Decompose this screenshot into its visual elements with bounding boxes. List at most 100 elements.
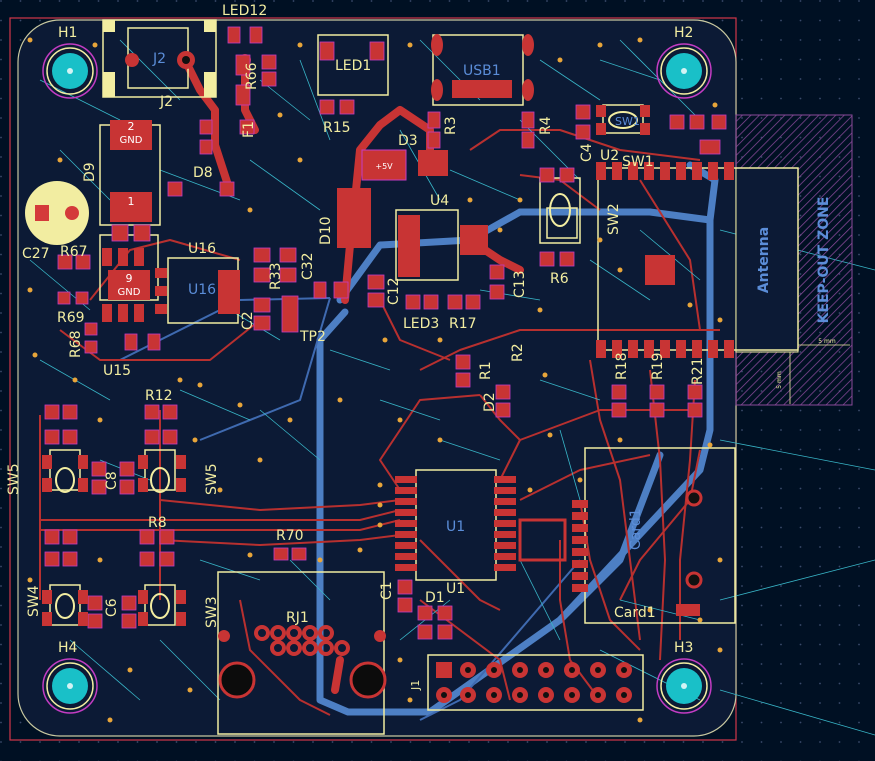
keepout-zone: Antenna KEEP-OUT ZONE 5 mm 5 mm xyxy=(735,114,853,406)
label-c4: C4 xyxy=(579,143,595,162)
label-r17: R17 xyxy=(449,316,477,332)
footprint-u2-pads[interactable] xyxy=(596,162,734,358)
label-r2: R2 xyxy=(510,343,526,362)
label-r6: R6 xyxy=(550,271,569,287)
mounting-hole-h2[interactable] xyxy=(656,43,712,99)
label-h3: H3 xyxy=(674,640,693,656)
label-usb1: USB1 xyxy=(463,63,501,79)
card1-hole-1 xyxy=(685,489,703,507)
label-r21: R21 xyxy=(690,357,706,385)
footprint-d3[interactable]: +5V xyxy=(361,149,448,181)
svg-text:1: 1 xyxy=(128,195,135,208)
label-d1: D1 xyxy=(425,590,445,606)
label-sw2: SW2 xyxy=(606,203,622,235)
footprint-d9[interactable]: 2 GND 1 xyxy=(110,120,152,222)
label-r66: R66 xyxy=(244,62,260,90)
silkscreen-tab-brackets xyxy=(103,20,216,97)
label-d10: D10 xyxy=(318,216,334,245)
footprint-u4-tab[interactable] xyxy=(460,225,488,255)
label-h1: H1 xyxy=(58,25,77,41)
dim-v-label: 5 mm xyxy=(776,371,783,389)
label-d8: D8 xyxy=(193,165,213,181)
svg-text:+5V: +5V xyxy=(375,162,393,171)
label-c6: C6 xyxy=(104,598,120,617)
switch-bodies xyxy=(55,111,638,619)
footprint-card1-pads[interactable] xyxy=(518,500,700,616)
label-d9: D9 xyxy=(82,162,98,182)
j2-pad-2[interactable] xyxy=(125,53,139,67)
label-rj1: RJ1 xyxy=(286,610,309,626)
label-d3: D3 xyxy=(398,133,418,149)
label-j2-fab: J2 xyxy=(152,51,166,67)
mounting-hole-h3[interactable] xyxy=(656,658,712,714)
label-r68: R68 xyxy=(68,330,84,358)
keepout-title: KEEP-OUT ZONE xyxy=(816,197,832,324)
label-u2: U2 xyxy=(600,148,619,164)
footprint-u4-pads[interactable] xyxy=(398,215,420,277)
label-c32: C32 xyxy=(300,252,316,280)
label-r19: R19 xyxy=(650,352,666,380)
footprint-d10[interactable] xyxy=(337,188,371,248)
label-sw3: SW3 xyxy=(204,596,220,628)
dim-h-label: 5 mm xyxy=(818,338,836,345)
label-c8: C8 xyxy=(104,471,120,490)
label-u1-fab: U1 xyxy=(446,519,465,535)
label-card1: Card1 xyxy=(614,605,656,621)
label-r15: R15 xyxy=(323,120,351,136)
label-f1: F1 xyxy=(241,121,257,138)
footprint-u16[interactable] xyxy=(155,268,240,314)
svg-text:9: 9 xyxy=(126,272,133,285)
footprint-rj1[interactable] xyxy=(218,625,387,699)
label-h2: H2 xyxy=(674,25,693,41)
c27-pad-round xyxy=(65,206,79,220)
label-c12: C12 xyxy=(386,277,402,305)
label-sw5-side: SW5 xyxy=(6,463,22,495)
c27-capacitor-body xyxy=(25,181,89,245)
label-r69: R69 xyxy=(57,310,85,326)
label-led12: LED12 xyxy=(222,3,267,19)
label-sw1: SW1 xyxy=(622,154,654,170)
label-r18: R18 xyxy=(614,352,630,380)
svg-text:2: 2 xyxy=(128,120,135,133)
footprint-usb1[interactable] xyxy=(431,34,534,101)
label-card1-fab: Card1 xyxy=(628,508,644,550)
label-u15: U15 xyxy=(103,363,131,379)
label-j1: J1 xyxy=(409,680,422,691)
label-sw4: SW4 xyxy=(26,585,42,617)
label-led1: LED1 xyxy=(335,58,371,74)
label-j2: J2 xyxy=(159,94,173,110)
card1-hole-2 xyxy=(685,571,703,589)
front-copper-signal xyxy=(39,129,720,716)
label-c27: C27 xyxy=(22,246,50,262)
footprint-u1-pads[interactable] xyxy=(395,476,516,571)
label-c1: C1 xyxy=(379,581,395,600)
mounting-hole-h1[interactable] xyxy=(42,43,98,99)
smd-passives[interactable] xyxy=(44,26,727,640)
label-sw1-fab: SW1 xyxy=(615,115,640,128)
label-sw5: SW5 xyxy=(204,463,220,495)
label-r8: R8 xyxy=(148,515,167,531)
vias xyxy=(27,37,723,723)
label-h4: H4 xyxy=(58,640,78,656)
label-tp2: TP2 xyxy=(299,329,326,345)
c27-pad xyxy=(35,205,49,221)
svg-text:GND: GND xyxy=(118,287,141,298)
label-r1-mid: R1 xyxy=(478,361,494,380)
label-r67: R67 xyxy=(60,244,88,260)
label-d2: D2 xyxy=(482,392,498,412)
label-u16-fab: U16 xyxy=(188,282,216,298)
label-c2: C2 xyxy=(240,311,256,330)
label-r3: R3 xyxy=(443,116,459,135)
label-r12: R12 xyxy=(145,388,173,404)
j1-pin-holes xyxy=(441,667,627,698)
footprint-u15[interactable]: 9 GND xyxy=(102,248,150,322)
label-u1: U1 xyxy=(446,581,465,597)
label-u16: U16 xyxy=(188,241,216,257)
label-led3: LED3 xyxy=(403,316,439,332)
label-r70: R70 xyxy=(276,528,304,544)
switch-pads[interactable] xyxy=(42,105,650,626)
label-u4: U4 xyxy=(430,193,449,209)
mounting-hole-h4[interactable] xyxy=(42,658,98,714)
antenna-label: Antenna xyxy=(756,227,772,293)
